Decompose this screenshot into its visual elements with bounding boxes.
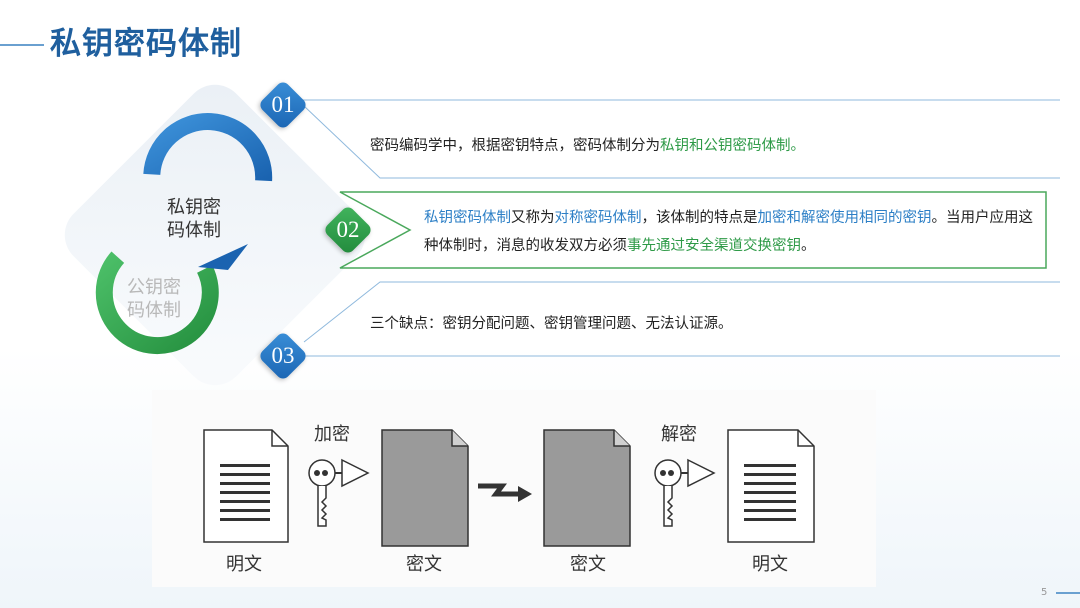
cycle-and-frames [95, 99, 1060, 357]
title-accent-line [0, 44, 44, 46]
encryption-diagram: 加密 解密 明文 密文 密文 明文 [152, 390, 876, 587]
private-key-system-label: 私钥密 码体制 [167, 197, 221, 241]
plaintext-document-icon [203, 429, 289, 543]
item-3-frame [302, 281, 1060, 357]
item-2-text: 私钥密码体制又称为对称密码体制，该体制的特点是加密和解密使用相同的密钥。当用户应… [424, 210, 1033, 254]
page-number: 5 [1041, 587, 1048, 598]
item-1-frame [302, 99, 1060, 179]
encrypt-key-icon [308, 458, 370, 527]
page-number-line [1056, 592, 1080, 594]
item-2-frame [339, 191, 1047, 269]
encrypt-label: 加密 [314, 424, 350, 445]
decrypt-label: 解密 [661, 424, 697, 445]
plaintext-caption-2: 明文 [752, 554, 788, 575]
ciphertext-caption-2: 密文 [570, 554, 606, 575]
ciphertext-document-icon [381, 429, 469, 547]
plaintext-document-icon-2 [727, 429, 815, 543]
badge-03-number: 03 [271, 343, 295, 368]
plaintext-caption: 明文 [226, 554, 262, 575]
badge-01-number: 01 [271, 92, 295, 117]
transmission-arrow-icon [478, 483, 532, 502]
ciphertext-caption: 密文 [406, 554, 442, 575]
ciphertext-document-icon-2 [543, 429, 631, 547]
page-title: 私钥密码体制 [50, 26, 242, 62]
diagram-graphic: 加密 解密 明文 密文 密文 明文 [203, 424, 815, 575]
cycle-arrow-head [198, 244, 248, 270]
item-3-text: 三个缺点：密钥分配问题、密钥管理问题、无法认证源。 [370, 316, 733, 332]
private-key-ring [143, 113, 273, 182]
item-1-text: 密码编码学中，根据密钥特点，密码体制分为私钥和公钥密码体制。 [370, 138, 805, 154]
public-key-ring [95, 251, 219, 355]
decrypt-key-icon [654, 458, 716, 527]
public-key-system-label: 公钥密 码体制 [127, 277, 181, 321]
badge-02-number: 02 [336, 217, 360, 242]
